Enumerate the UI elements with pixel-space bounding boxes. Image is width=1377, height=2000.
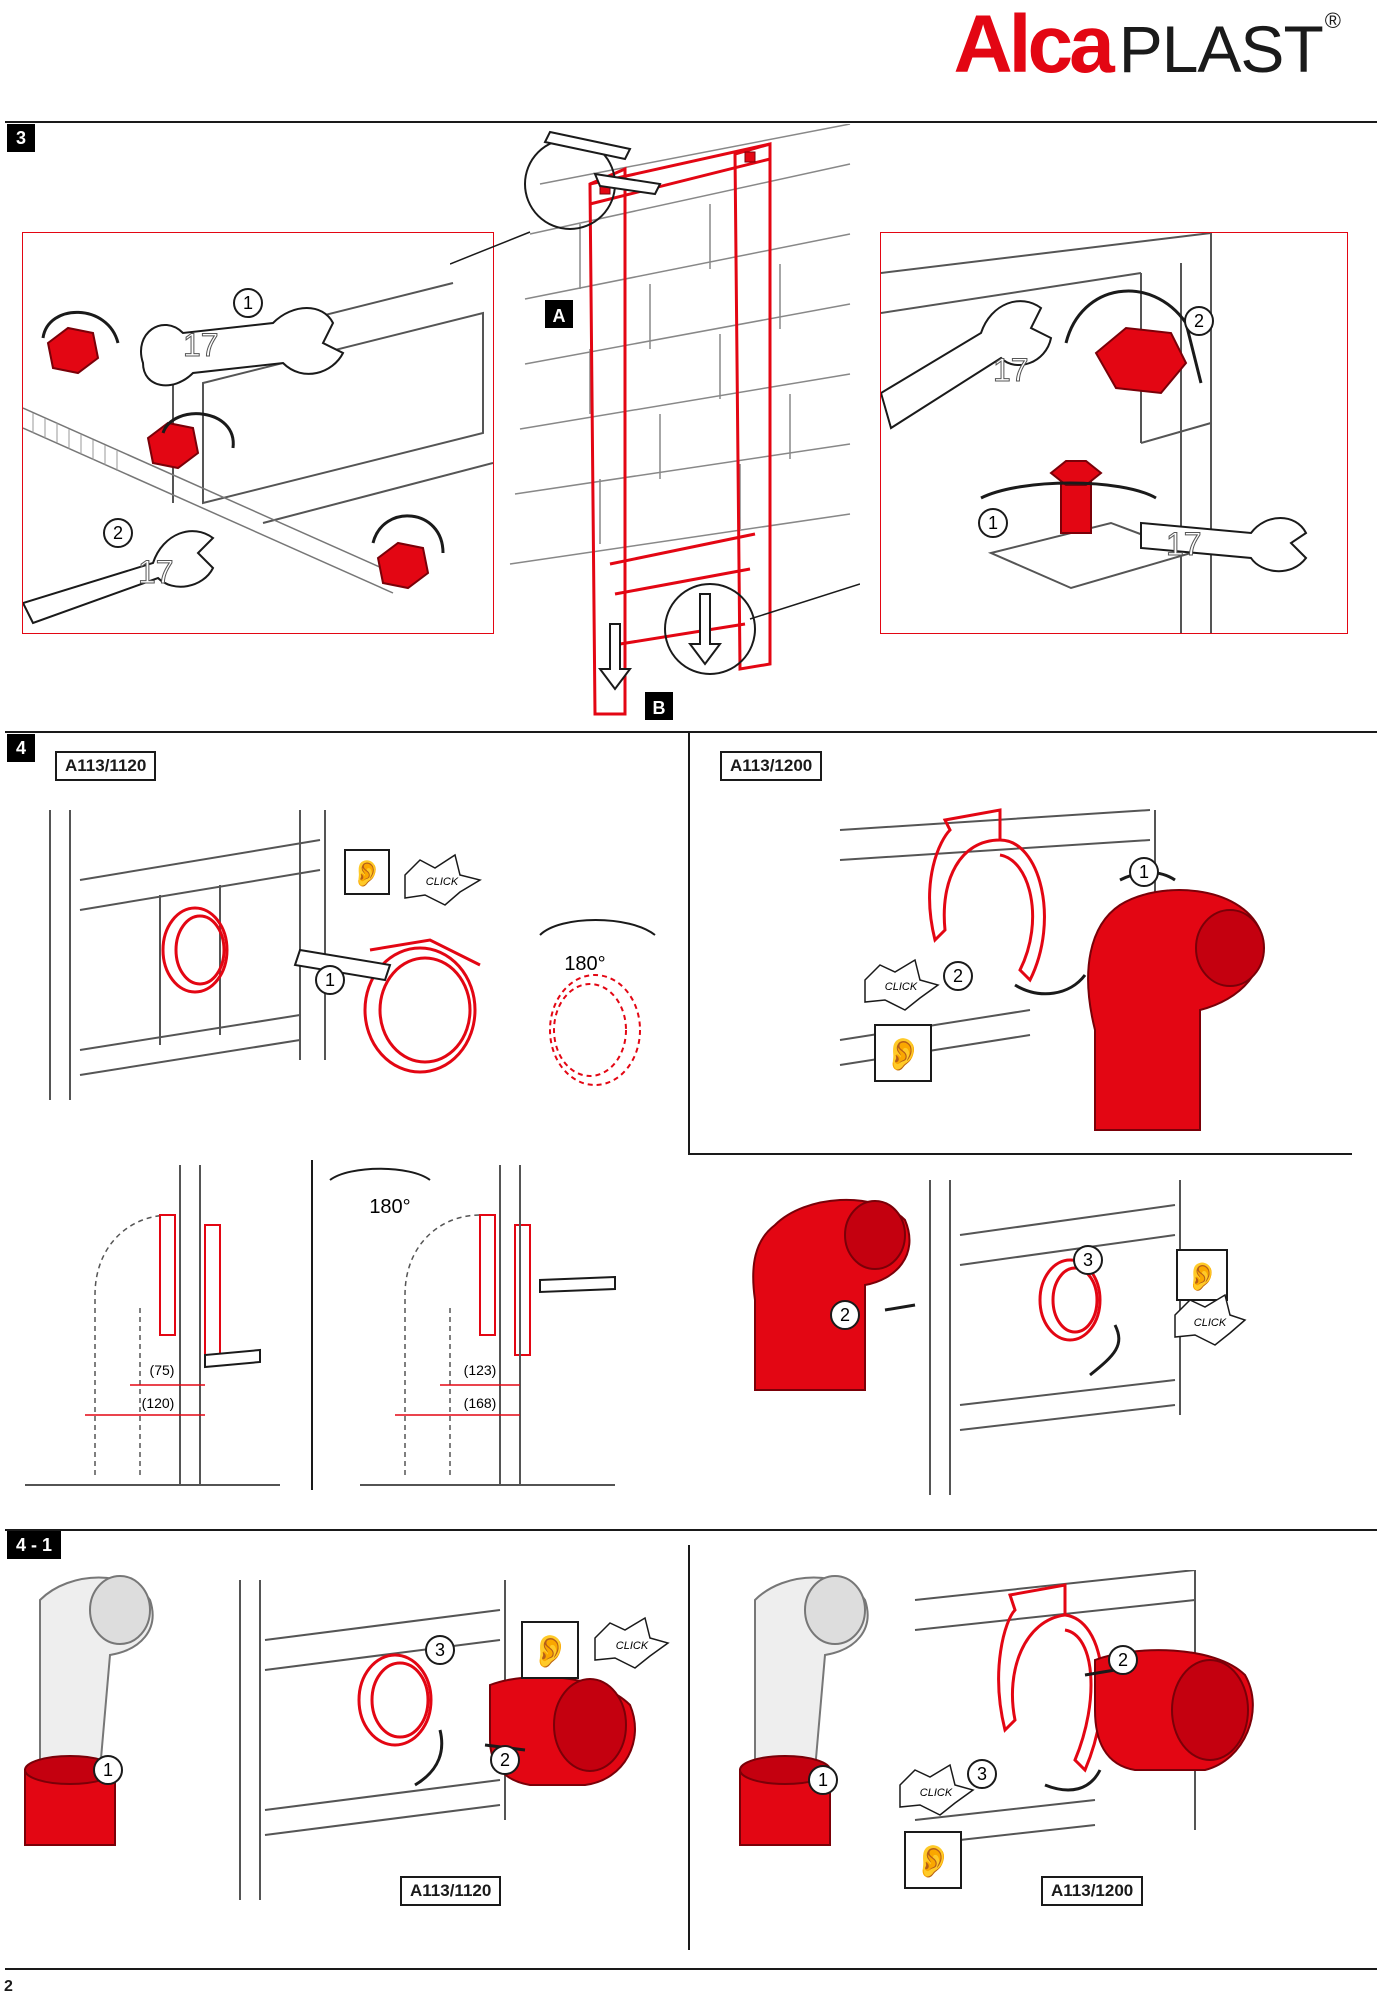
step-4-cross-sections: (75) (120) (123) (168) 180° <box>20 1155 620 1495</box>
step-3-right-wrench-label: 17 <box>993 352 1029 388</box>
footer-rule <box>5 1968 1377 1970</box>
step-4-clip-illustration: 180° 👂 CLICK 1 <box>40 800 680 1130</box>
section-3-rule <box>5 121 1377 123</box>
step-4-dim-168: (168) <box>464 1395 497 1411</box>
step-3-right-detail: 17 17 2 1 <box>880 232 1348 634</box>
step-41-left-illustration: 1 3 2 👂 CLICK <box>20 1570 670 1920</box>
section-41-divider <box>688 1545 690 1950</box>
step-3-callout-b: B <box>653 698 666 718</box>
step-3-left-num2: 2 <box>113 523 123 543</box>
step-41-right-ear-icon: 👂 <box>913 1843 953 1879</box>
section-41-rule <box>5 1529 1377 1531</box>
logo-alca: Alca <box>953 0 1114 90</box>
step-41-right-illustration: 1 2 3 CLICK 👂 <box>715 1570 1365 1920</box>
step-3-left-illustration: 17 17 1 2 <box>23 282 493 625</box>
step-3-right-num2: 2 <box>1194 311 1204 331</box>
step-4-1200-num1: 1 <box>1139 862 1149 882</box>
step-4-1200-num2: 2 <box>953 966 963 986</box>
step-4-dim-120: (120) <box>142 1395 175 1411</box>
step-41-right-num3: 3 <box>977 1764 987 1784</box>
step-3-center-frame: A B <box>450 124 860 724</box>
step-41-left-num2: 2 <box>500 1750 510 1770</box>
step-4-elbow-1200: 1 2 CLICK 👂 <box>700 800 1340 1140</box>
step-3-badge: 3 <box>7 124 35 152</box>
section-4-rule <box>5 731 1377 733</box>
step-4-dim-123: (123) <box>464 1362 497 1378</box>
step-3-left-num1: 1 <box>243 293 253 313</box>
step-41-right-click: CLICK <box>920 1787 953 1799</box>
step-41-left-num3: 3 <box>435 1640 445 1660</box>
section-4-box-bottom <box>688 1153 1352 1155</box>
step-3-right-wrench-label-2: 17 <box>1166 526 1202 562</box>
step-3-right-num1: 1 <box>988 513 998 533</box>
step-3-callout-a: A <box>553 306 566 326</box>
step-41-right-num2: 2 <box>1118 1650 1128 1670</box>
step-4-model-left: A113/1120 <box>55 751 157 781</box>
step-4-badge: 4 <box>7 734 35 762</box>
step-4-1200-click: CLICK <box>885 981 918 993</box>
step-4-ear-icon: 👂 <box>351 858 383 888</box>
section-4-divider <box>688 731 690 1155</box>
step-4-num1: 1 <box>325 970 335 990</box>
step-4-1200-ear-icon: 👂 <box>883 1036 923 1072</box>
step-4-1120-click: CLICK <box>1194 1317 1227 1329</box>
step-4-click-top: CLICK <box>426 876 459 888</box>
step-41-left-ear-icon: 👂 <box>530 1633 570 1669</box>
logo-registered: ® <box>1324 8 1341 33</box>
step-4-1120-num2: 2 <box>840 1305 850 1325</box>
step-41-left-click: CLICK <box>616 1640 649 1652</box>
step-4-dim-75: (75) <box>150 1362 175 1378</box>
step-4-1120-ear-icon: 👂 <box>1185 1260 1220 1292</box>
step-4-1120-num3: 3 <box>1083 1250 1093 1270</box>
step-4-model-right: A113/1200 <box>720 751 823 781</box>
step-3-right-illustration: 17 17 2 1 <box>881 233 1308 633</box>
step-41-left-num1: 1 <box>103 1760 113 1780</box>
step-41-model-right: A113/1200 <box>1041 1876 1144 1906</box>
step-3-left-wrench-label: 17 <box>183 327 219 363</box>
step-41-badge: 4 - 1 <box>7 1531 61 1559</box>
step-41-right-num1: 1 <box>818 1770 828 1790</box>
brand-logo: Alca PLAST ® <box>953 0 1341 90</box>
step-3-left-detail: 17 17 1 2 <box>22 232 494 634</box>
step-41-model-left: A113/1120 <box>400 1876 502 1906</box>
step-3-frame-illustration: A B <box>450 124 860 720</box>
step-3-left-wrench-label-2: 17 <box>138 554 174 590</box>
step-4-rotation-bottom: 180° <box>369 1196 410 1218</box>
page-number: 2 <box>4 1978 13 1995</box>
logo-plast: PLAST <box>1118 12 1324 86</box>
step-4-rotation-top: 180° <box>564 953 605 975</box>
step-4-elbow-1120: 3 2 👂 CLICK <box>745 1175 1345 1505</box>
